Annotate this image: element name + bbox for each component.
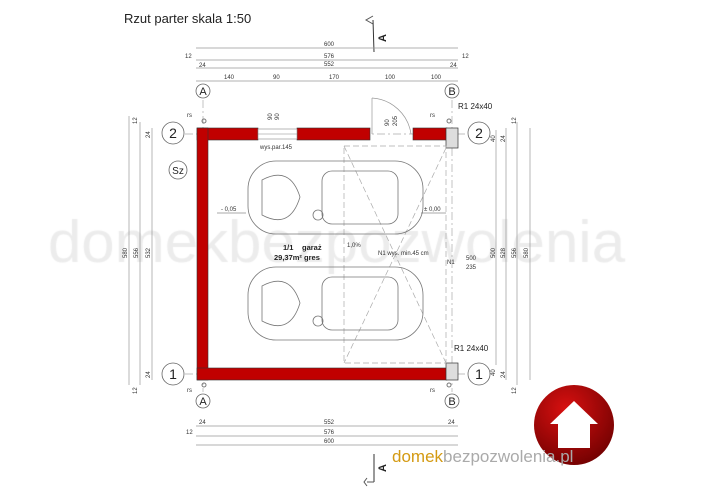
pillar-bottom: R1 24x40 bbox=[445, 344, 489, 381]
svg-text:A: A bbox=[377, 34, 389, 42]
walls bbox=[196, 127, 448, 381]
downspouts: rs rs rs rs bbox=[187, 113, 452, 394]
svg-text:170: 170 bbox=[329, 75, 340, 81]
svg-text:A: A bbox=[377, 464, 389, 472]
svg-text:552: 552 bbox=[324, 62, 335, 68]
svg-text:wys.par.145: wys.par.145 bbox=[259, 145, 293, 151]
axis-bubble-a-bottom: A bbox=[195, 393, 211, 409]
svg-text:24: 24 bbox=[501, 371, 507, 378]
axis-bubble-1-left: 1 bbox=[161, 362, 185, 386]
svg-text:± 0,00: ± 0,00 bbox=[424, 207, 441, 213]
svg-text:24: 24 bbox=[199, 420, 206, 426]
svg-text:rs: rs bbox=[430, 388, 435, 394]
door-swing: 90 205 bbox=[371, 97, 412, 135]
svg-text:140: 140 bbox=[224, 75, 235, 81]
svg-text:40: 40 bbox=[491, 135, 497, 142]
svg-text:600: 600 bbox=[324, 439, 335, 445]
brand-logo-text: domekbezpozwolenia.pl bbox=[392, 447, 574, 466]
drawing-title: Rzut parter skala 1:50 bbox=[124, 11, 252, 26]
svg-text:90: 90 bbox=[268, 113, 274, 120]
svg-text:rs: rs bbox=[187, 388, 192, 394]
svg-text:12: 12 bbox=[185, 54, 192, 60]
svg-text:12: 12 bbox=[133, 117, 139, 124]
svg-text:205: 205 bbox=[393, 115, 399, 126]
car-bottom bbox=[247, 266, 424, 341]
svg-text:1/1: 1/1 bbox=[283, 243, 293, 252]
svg-text:1: 1 bbox=[475, 366, 483, 382]
svg-text:100: 100 bbox=[431, 75, 442, 81]
svg-text:12: 12 bbox=[512, 387, 518, 394]
axis-bubble-a-top: A bbox=[195, 83, 211, 99]
svg-text:600: 600 bbox=[324, 42, 335, 48]
n1-label: N1 bbox=[447, 260, 455, 266]
level-marker-left: - 0,05 bbox=[217, 207, 246, 214]
svg-text:24: 24 bbox=[450, 63, 457, 69]
svg-text:24: 24 bbox=[501, 135, 507, 142]
svg-text:580: 580 bbox=[524, 247, 530, 258]
axis-bubble-2-left: 2 bbox=[161, 121, 185, 145]
svg-text:24: 24 bbox=[146, 131, 152, 138]
svg-text:24: 24 bbox=[199, 63, 206, 69]
svg-text:rs: rs bbox=[187, 113, 192, 119]
svg-text:12: 12 bbox=[512, 117, 518, 124]
home-logo-icon[interactable] bbox=[534, 385, 614, 465]
svg-text:2: 2 bbox=[475, 125, 483, 141]
axis-bubble-b-bottom: B bbox=[444, 393, 460, 409]
svg-text:24: 24 bbox=[448, 420, 455, 426]
svg-text:1: 1 bbox=[169, 366, 177, 382]
grid-axes bbox=[185, 100, 470, 392]
axis-bubble-b-top: B bbox=[444, 83, 460, 99]
top-dimensions: 600 576 552 12 12 24 24 140 90 170 100 1… bbox=[185, 42, 469, 82]
svg-text:576: 576 bbox=[324, 54, 335, 60]
svg-text:12: 12 bbox=[186, 430, 193, 436]
svg-text:556: 556 bbox=[512, 247, 518, 258]
right-dimensions: 500 528 556 580 40 24 12 40 24 12 bbox=[491, 117, 531, 394]
svg-text:12: 12 bbox=[462, 54, 469, 60]
window: 90 90 wys.par.145 bbox=[257, 113, 298, 151]
svg-text:29,37m² gres: 29,37m² gres bbox=[274, 253, 320, 262]
car-top bbox=[247, 160, 424, 235]
svg-text:90: 90 bbox=[275, 113, 281, 120]
svg-text:100: 100 bbox=[385, 75, 396, 81]
bottom-dimensions: 552 576 600 12 24 24 bbox=[186, 420, 458, 446]
svg-text:rs: rs bbox=[430, 113, 435, 119]
level-marker-right: ± 0,00 bbox=[421, 207, 446, 214]
axis-bubble-2-right: 2 bbox=[467, 121, 491, 145]
svg-text:580: 580 bbox=[123, 247, 129, 258]
axis-bubble-sz: Sz bbox=[168, 160, 188, 180]
svg-text:40: 40 bbox=[491, 369, 497, 376]
svg-text:garaż: garaż bbox=[302, 243, 322, 252]
svg-text:B: B bbox=[448, 86, 455, 98]
svg-text:Sz: Sz bbox=[172, 166, 184, 177]
svg-text:90: 90 bbox=[385, 119, 391, 126]
svg-text:12: 12 bbox=[133, 387, 139, 394]
slope-label: 1,0% bbox=[347, 243, 361, 249]
axis-bubble-1-right: 1 bbox=[467, 362, 491, 386]
n1-dim-2: 235 bbox=[466, 265, 477, 271]
svg-text:556: 556 bbox=[134, 247, 140, 258]
n1-dim-1: 500 bbox=[466, 256, 477, 262]
svg-text:500: 500 bbox=[491, 247, 497, 258]
svg-text:552: 552 bbox=[324, 420, 335, 426]
svg-text:528: 528 bbox=[501, 247, 507, 258]
svg-text:90: 90 bbox=[273, 75, 280, 81]
section-marker-top: A bbox=[364, 15, 389, 53]
svg-text:24: 24 bbox=[146, 371, 152, 378]
svg-text:R1 24x40: R1 24x40 bbox=[454, 344, 489, 353]
svg-text:A: A bbox=[199, 86, 207, 98]
pillar-top: R1 24x40 bbox=[445, 102, 493, 149]
svg-text:2: 2 bbox=[169, 125, 177, 141]
svg-text:576: 576 bbox=[324, 430, 335, 436]
svg-text:A: A bbox=[199, 396, 207, 408]
svg-text:R1 24x40: R1 24x40 bbox=[458, 102, 493, 111]
svg-text:B: B bbox=[448, 396, 455, 408]
lintel-lines bbox=[343, 145, 447, 364]
section-marker-bottom: A bbox=[363, 454, 389, 487]
left-dimensions: 580 556 532 12 24 24 12 bbox=[123, 116, 153, 394]
svg-text:- 0,05: - 0,05 bbox=[221, 207, 237, 213]
lintel-label: N1 wys. min.45 cm bbox=[378, 251, 429, 257]
svg-text:532: 532 bbox=[146, 247, 152, 258]
room-label: 1/1 garaż 29,37m² gres bbox=[274, 243, 322, 262]
